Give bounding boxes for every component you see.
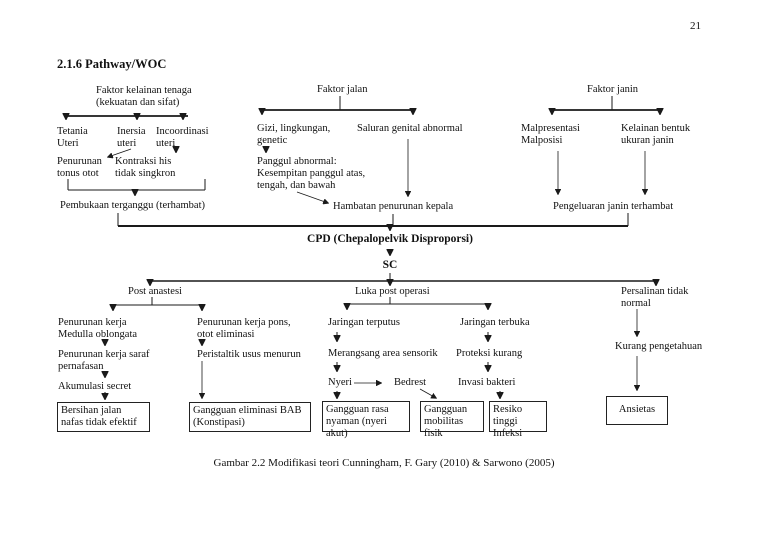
node-jaringan-terbuka: Jaringan terbuka (460, 317, 530, 328)
dx-ansietas: Ansietas (606, 396, 668, 425)
dx-gangguan-rasa-nyaman: Gangguan rasa nyaman (nyeri akut) (322, 401, 410, 439)
figure-caption: Gambar 2.2 Modifikasi teori Cunningham, … (213, 457, 555, 469)
node-faktor-janin: Faktor janin (587, 84, 639, 95)
node-hambatan-penurunan-kepala: Hambatan penurunan kepala (333, 201, 454, 212)
section-heading: 2.1.6 Pathway/WOC (57, 57, 167, 71)
dx-bersihan-jalan-nafas: Bersihan jalan nafas tidak efektif (57, 402, 150, 432)
node-luka-post-operasi: Luka post operasi (355, 286, 430, 297)
dx-resiko-infeksi: Resiko tinggi Infeksi (489, 401, 547, 439)
faktor-tenaga-title: Faktor kelainan tenaga (96, 85, 192, 96)
node-persalinan-tidak-normal: Persalinan tidak normal (621, 286, 689, 309)
node-sc: SC (382, 259, 398, 271)
node-merangsang-sensorik: Merangsang area sensorik (328, 348, 438, 359)
node-pengeluaran-janin: Pengeluaran janin terhambat (553, 201, 674, 212)
node-tetania: Tetania Uteri (57, 126, 88, 149)
node-akumulasi-secret: Akumulasi secret (58, 381, 132, 392)
faktor-tenaga-subtitle: (kekuatan dan sifat) (96, 96, 180, 108)
dx-gangguan-eliminasi: Gangguan eliminasi BAB (Konstipasi) (189, 402, 311, 432)
node-kontraksi-his: Kontraksi his tidak singkron (115, 156, 176, 179)
node-invasi-bakteri: Invasi bakteri (458, 377, 516, 388)
node-proteksi-kurang: Proteksi kurang (456, 348, 523, 359)
node-inersia: Inersia uteri (117, 126, 146, 149)
node-faktor-jalan: Faktor jalan (317, 84, 368, 95)
page-number: 21 (690, 20, 701, 32)
node-malpresentasi: Malpresentasi Malposisi (521, 123, 580, 146)
dx-gangguan-mobilitas: Gangguan mobilitas fisik (420, 401, 484, 439)
node-kurang-pengetahuan: Kurang pengetahuan (615, 341, 703, 352)
node-penurunan-tonus: Penurunan tonus otot (57, 156, 102, 179)
node-faktor-tenaga: Faktor kelainan tenaga (kekuatan dan sif… (96, 85, 206, 109)
node-pembukaan-terganggu: Pembukaan terganggu (terhambat) (60, 200, 206, 211)
node-kelainan-bentuk: Kelainan bentuk ukuran janin (621, 123, 691, 146)
node-nyeri: Nyeri (328, 377, 352, 388)
node-incoordinasi: Incoordinasi uteri (156, 126, 209, 149)
node-gizi-lingkungan: Gizi, lingkungan, genetic (257, 123, 331, 146)
node-jaringan-terputus: Jaringan terputus (328, 317, 401, 328)
node-panggul-abnormal: Panggul abnormal: Kesempitan panggul ata… (257, 156, 366, 191)
node-bedrest: Bedrest (394, 377, 427, 388)
node-cpd: CPD (Chepalopelvik Disproporsi) (307, 233, 473, 245)
node-post-anastesi: Post anastesi (128, 286, 182, 297)
node-saraf-pernafasan: Penurunan kerja saraf pernafasan (58, 349, 150, 372)
node-penurunan-pons: Penurunan kerja pons, otot eliminasi (197, 317, 291, 340)
node-saluran-genital: Saluran genital abnormal (357, 123, 463, 134)
node-medulla-oblongata: Penurunan kerja Medulla oblongata (58, 317, 138, 340)
node-peristaltik-usus: Peristaltik usus menurun (197, 349, 301, 360)
